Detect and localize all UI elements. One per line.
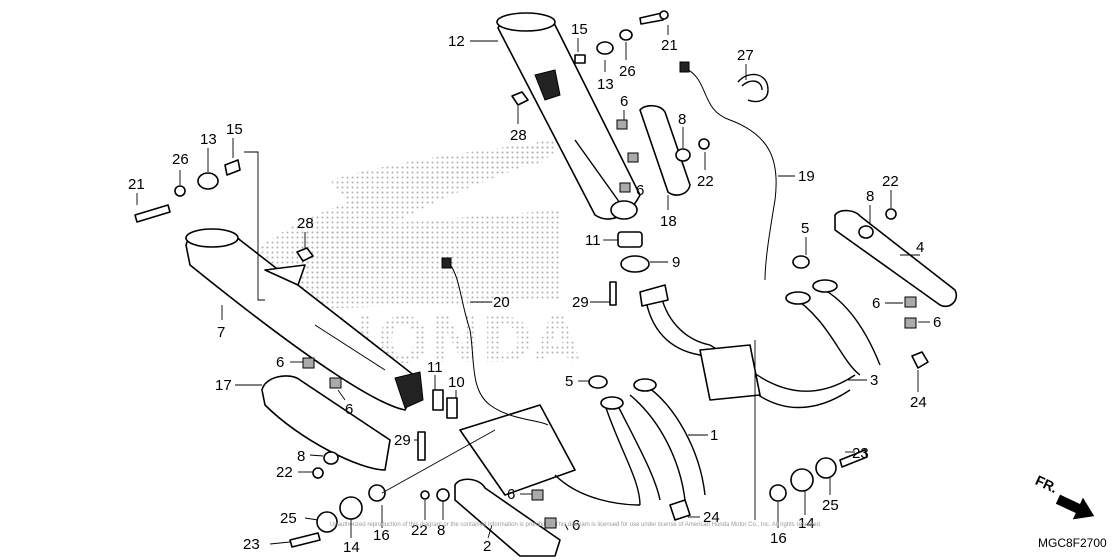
callout-6: 6 bbox=[507, 486, 515, 503]
callout-5: 5 bbox=[565, 373, 573, 390]
leader-lines bbox=[136, 25, 930, 545]
callout-10: 10 bbox=[448, 374, 465, 391]
callout-17: 17 bbox=[215, 377, 232, 394]
callout-16: 16 bbox=[373, 527, 390, 544]
callout-6: 6 bbox=[620, 93, 628, 110]
callout-24: 24 bbox=[703, 509, 720, 526]
bottom-heat-shield bbox=[454, 478, 561, 557]
callout-20: 20 bbox=[493, 294, 510, 311]
callout-27: 27 bbox=[737, 47, 754, 64]
fr-label: FR. bbox=[1033, 472, 1060, 496]
callout-13: 13 bbox=[597, 76, 614, 93]
callout-29: 29 bbox=[394, 432, 411, 449]
callout-6: 6 bbox=[872, 295, 880, 312]
callout-8: 8 bbox=[297, 448, 305, 465]
callout-24: 24 bbox=[910, 394, 927, 411]
callout-28: 28 bbox=[510, 127, 527, 144]
callout-5: 5 bbox=[801, 220, 809, 237]
callout-2: 2 bbox=[483, 538, 491, 555]
callout-26: 26 bbox=[172, 151, 189, 168]
right-heat-shield bbox=[834, 209, 958, 308]
callout-25: 25 bbox=[280, 510, 297, 527]
callout-11: 11 bbox=[585, 232, 601, 249]
callout-1: 1 bbox=[710, 427, 718, 444]
honda-wing-watermark: HONDA bbox=[250, 140, 581, 377]
fr-arrow-icon bbox=[1055, 494, 1095, 520]
callout-29: 29 bbox=[572, 294, 589, 311]
callout-8: 8 bbox=[678, 111, 686, 128]
callout-18: 18 bbox=[660, 213, 677, 230]
callout-19: 19 bbox=[798, 168, 815, 185]
callout-23: 23 bbox=[852, 445, 869, 462]
diagram-ref-code: MGC8F2700 bbox=[1038, 536, 1107, 550]
right-exhaust-pipes bbox=[639, 279, 881, 409]
callout-9: 9 bbox=[672, 254, 680, 271]
front-direction-indicator: FR. bbox=[1033, 472, 1095, 520]
callout-12: 12 bbox=[448, 33, 465, 50]
callout-14: 14 bbox=[798, 515, 815, 532]
oxygen-sensor-upper bbox=[679, 61, 777, 281]
callout-6: 6 bbox=[572, 517, 580, 534]
callout-6: 6 bbox=[345, 401, 353, 418]
callout-6: 6 bbox=[276, 354, 284, 371]
callout-15: 15 bbox=[571, 21, 588, 38]
upper-heat-shield bbox=[639, 104, 691, 196]
callout-labels: 12 15 13 26 21 27 28 6 8 22 6 19 18 11 9… bbox=[128, 21, 941, 556]
callout-3: 3 bbox=[870, 372, 878, 389]
callout-22: 22 bbox=[697, 173, 714, 190]
callout-21: 21 bbox=[661, 37, 678, 54]
upper-muffler bbox=[496, 12, 641, 220]
oxygen-sensor-lower bbox=[441, 257, 549, 426]
callout-22: 22 bbox=[411, 522, 428, 539]
callout-4: 4 bbox=[916, 239, 924, 256]
copyright-notice: Unauthorized reproduction of this diagra… bbox=[330, 522, 822, 528]
left-exhaust-pipes bbox=[459, 378, 706, 506]
callout-7: 7 bbox=[217, 324, 225, 341]
callout-22: 22 bbox=[276, 464, 293, 481]
callout-15: 15 bbox=[226, 121, 243, 138]
callout-14: 14 bbox=[343, 539, 360, 556]
lower-muffler bbox=[185, 228, 424, 411]
callout-21: 21 bbox=[128, 176, 145, 193]
callout-6: 6 bbox=[933, 314, 941, 331]
callout-6: 6 bbox=[636, 182, 644, 199]
callout-22: 22 bbox=[882, 173, 899, 190]
clamp-band bbox=[737, 73, 769, 103]
callout-23: 23 bbox=[243, 536, 260, 553]
callout-8: 8 bbox=[866, 188, 874, 205]
callout-16: 16 bbox=[770, 530, 787, 547]
callout-28: 28 bbox=[297, 215, 314, 232]
lower-heat-shield bbox=[261, 375, 391, 471]
callout-11: 11 bbox=[427, 359, 443, 376]
callout-26: 26 bbox=[619, 63, 636, 80]
callout-13: 13 bbox=[200, 131, 217, 148]
callout-25: 25 bbox=[822, 497, 839, 514]
callout-8: 8 bbox=[437, 522, 445, 539]
